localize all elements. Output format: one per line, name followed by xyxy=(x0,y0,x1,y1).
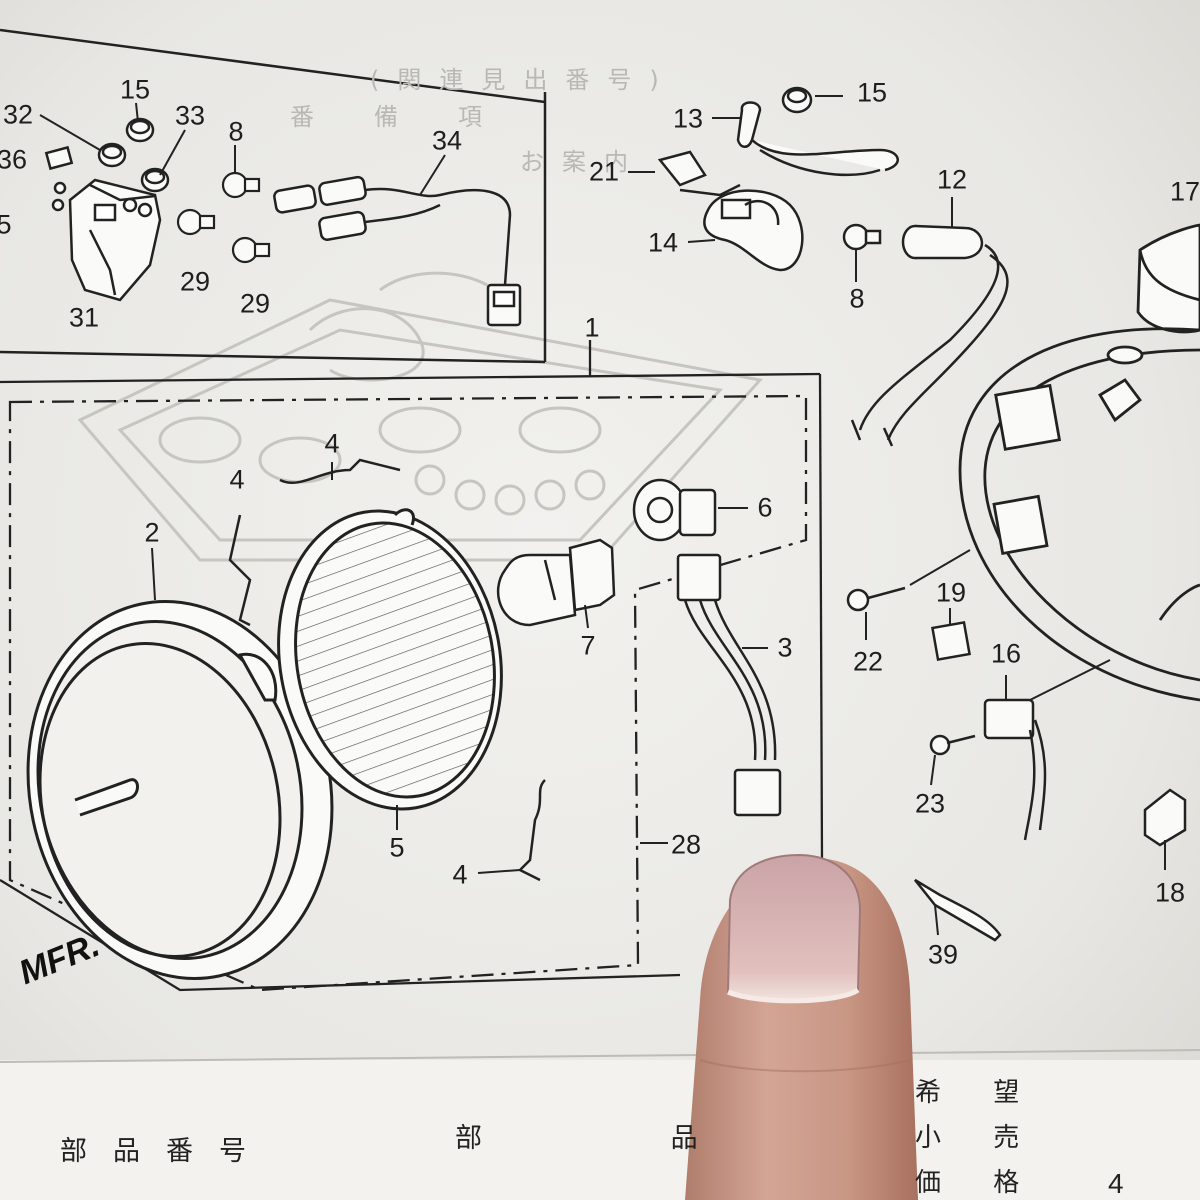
callout-8-a: 8 xyxy=(228,116,244,147)
callout-15-b: 15 xyxy=(856,77,888,108)
footer-part-number: 部品番号 xyxy=(60,1136,272,1167)
fasteners-19-22-23-16-18-39 xyxy=(846,586,1187,942)
callout-36: 36 xyxy=(0,144,28,175)
callout-2: 2 xyxy=(144,517,160,548)
headlight-bulb-7 xyxy=(496,538,616,627)
callout-39: 39 xyxy=(927,939,959,970)
callout-5-b: 5 xyxy=(389,832,405,863)
headlight-case-17 xyxy=(958,223,1200,702)
callout-7: 7 xyxy=(580,630,596,661)
small-bulbs-8-29 xyxy=(176,171,271,264)
callout-8-b: 8 xyxy=(849,283,865,314)
callout-18: 18 xyxy=(1154,877,1186,908)
callout-16: 16 xyxy=(990,638,1022,669)
ghost-header-line2: 番 備 項 xyxy=(290,103,500,131)
callout-12: 12 xyxy=(936,164,968,195)
callout-34: 34 xyxy=(431,125,463,156)
socket-harness-34 xyxy=(273,175,522,327)
thumb-foreground xyxy=(685,853,918,1200)
grommets-32-15-33 xyxy=(44,117,170,212)
callout-4-b: 4 xyxy=(229,464,245,495)
callout-28: 28 xyxy=(670,829,702,860)
callout-29-b: 29 xyxy=(239,288,271,319)
callout-29-a: 29 xyxy=(179,266,211,297)
inset-box-upper-left xyxy=(0,28,547,364)
callout-22: 22 xyxy=(852,646,884,677)
switch-housing-31 xyxy=(68,178,162,302)
callout-6: 6 xyxy=(757,492,773,523)
footer-small: 小 売 xyxy=(915,1123,1042,1153)
callout-4-c: 4 xyxy=(452,859,468,890)
callout-33: 33 xyxy=(174,100,206,131)
callout-4-a: 4 xyxy=(324,428,340,459)
headlight-rim-2 xyxy=(26,600,334,980)
socket-13-15-21-14 xyxy=(657,86,899,272)
footer-price: 価 格 xyxy=(915,1168,1042,1198)
callout-15-a: 15 xyxy=(119,74,151,105)
footer-band xyxy=(0,1060,1200,1200)
wire-harness-3 xyxy=(676,553,782,817)
footer-retail: 希 望 xyxy=(915,1078,1042,1108)
callout-13: 13 xyxy=(672,103,704,134)
callout-23: 23 xyxy=(914,788,946,819)
footer-page-number: 4 xyxy=(1108,1168,1124,1199)
leader-lines xyxy=(39,95,1166,936)
footer-part-name: 部 品 xyxy=(455,1123,788,1154)
callout-32-a: 32 xyxy=(2,99,34,130)
assembly-box-1 xyxy=(0,340,824,992)
springs-4 xyxy=(228,458,546,882)
bulb-socket-12-8 xyxy=(842,223,1009,447)
callout-21: 21 xyxy=(588,156,620,187)
callout-31: 31 xyxy=(68,302,100,333)
callout-17: 17 xyxy=(1169,176,1200,207)
ghost-header-line3: お案内 xyxy=(520,148,646,176)
callout-5-a: 5 xyxy=(0,209,12,240)
callout-3: 3 xyxy=(777,632,793,663)
callout-19: 19 xyxy=(935,577,967,608)
bulb-socket-6 xyxy=(632,478,717,542)
callout-14: 14 xyxy=(647,227,679,258)
ghost-header-line1: (関連見出番号) xyxy=(370,66,677,94)
sealed-beam-lens-5 xyxy=(277,508,503,811)
callout-1: 1 xyxy=(584,312,600,343)
